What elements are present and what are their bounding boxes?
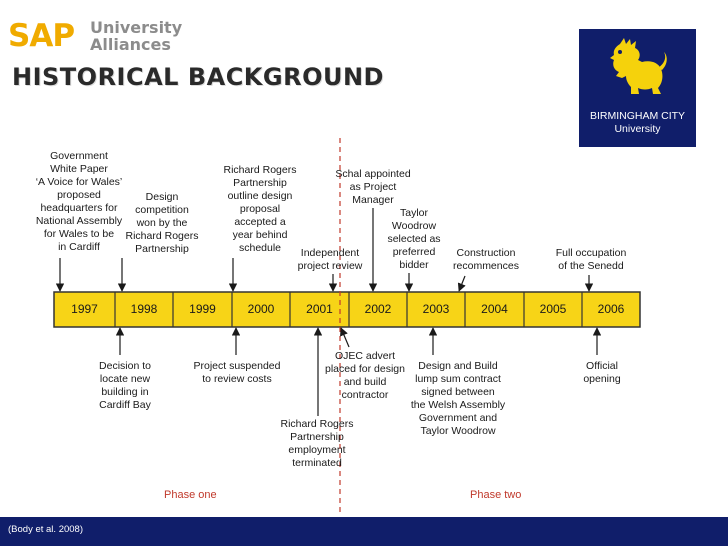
year-label: 2006 <box>597 302 625 316</box>
timeline-bar <box>53 291 641 328</box>
page-title: HISTORICAL BACKGROUND <box>12 63 384 91</box>
year-label: 1997 <box>71 302 98 316</box>
event-label-above: Government White Paper ‘A Voice for Wale… <box>35 150 123 253</box>
event-label-below: Official opening <box>583 360 621 385</box>
event-label-below: Project suspended to review costs <box>193 360 281 385</box>
event-label-below: Design and Build lump sum contract signe… <box>410 360 506 437</box>
logo-sap-text: SAP <box>8 18 75 54</box>
logo-alliances-text: Alliances <box>90 35 171 54</box>
event-label-above: Design competition won by the Richard Ro… <box>125 191 199 255</box>
event-label-below: Richard Rogers Partnership employment te… <box>280 418 354 469</box>
year-label: 2003 <box>422 302 450 316</box>
event-label-above: Construction recommences <box>453 247 519 272</box>
year-label: 1999 <box>189 302 216 316</box>
footer-bar: (Body et al. 2008) <box>0 517 728 546</box>
year-label: 2004 <box>481 302 508 316</box>
event-label-above: Richard Rogers Partnership outline desig… <box>223 164 297 254</box>
year-label: 1998 <box>130 302 158 316</box>
event-label-above: Independent project review <box>297 247 363 272</box>
birmingham-city-university-logo: BIRMINGHAM CITY University <box>579 29 696 147</box>
logo-university-text: University <box>90 18 183 37</box>
university-name-line2: University <box>614 123 661 135</box>
phase-one-label: Phase one <box>164 489 217 501</box>
event-label-below: Decision to locate new building in Cardi… <box>99 360 151 411</box>
year-label: 2005 <box>539 302 567 316</box>
arrows-below <box>115 327 602 416</box>
year-label: 2001 <box>306 302 333 316</box>
university-name-line1: BIRMINGHAM CITY <box>589 110 686 122</box>
phase-two-label: Phase two <box>470 489 522 501</box>
event-label-above: Taylor Woodrow selected as preferred bid… <box>387 207 441 271</box>
arrows-above <box>55 208 594 292</box>
lion-crest-icon <box>610 38 667 94</box>
event-label-above: Schal appointed as Project Manager <box>335 168 411 206</box>
event-label-above: Full occupation of the Senedd <box>555 247 627 272</box>
event-label-below: OJEC advert placed for design and build … <box>325 350 405 401</box>
citation-text: (Body et al. 2008) <box>8 524 83 535</box>
year-label: 2000 <box>247 302 275 316</box>
year-dividers <box>114 292 583 327</box>
logo-edge-block <box>686 133 696 147</box>
year-label: 2002 <box>364 302 392 316</box>
